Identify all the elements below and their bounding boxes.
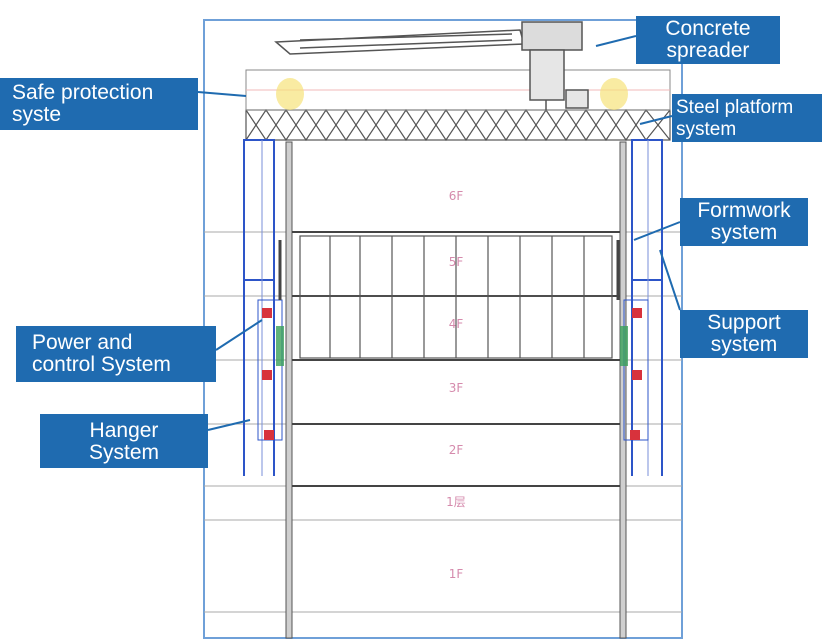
floor-label-5f: 5F	[449, 255, 464, 269]
floor-label-1f: 1F	[449, 567, 464, 581]
floor-label-2f: 2F	[449, 443, 464, 457]
callout-support: Support system	[680, 310, 808, 358]
callout-steel-platform: Steel platform system	[672, 94, 822, 142]
outer-frame	[203, 19, 683, 639]
callout-power-control: Power and control System	[16, 326, 216, 382]
callout-concrete-spreader: Concrete spreader	[636, 16, 780, 64]
left-climbing-frame	[243, 139, 284, 476]
formwork-panels	[299, 235, 613, 359]
floor-label-4f: 4F	[449, 317, 464, 331]
callout-safe-protection: Safe protection syste	[0, 78, 198, 130]
leader-lines	[197, 35, 681, 431]
concrete-spreader-boom	[274, 21, 589, 110]
floor-label-1ceng: 1层	[446, 495, 466, 509]
floor-label-6f: 6F	[449, 189, 464, 203]
floor-labels: 6F 5F 4F 3F 2F 1层 1F	[446, 189, 466, 581]
steel-platform-truss	[245, 108, 671, 142]
safety-railing	[245, 69, 671, 111]
callout-formwork: Formwork system	[680, 198, 808, 246]
right-climbing-frame	[616, 139, 663, 476]
callout-hanger: Hanger System	[40, 414, 208, 468]
floor-label-3f: 3F	[449, 381, 464, 395]
